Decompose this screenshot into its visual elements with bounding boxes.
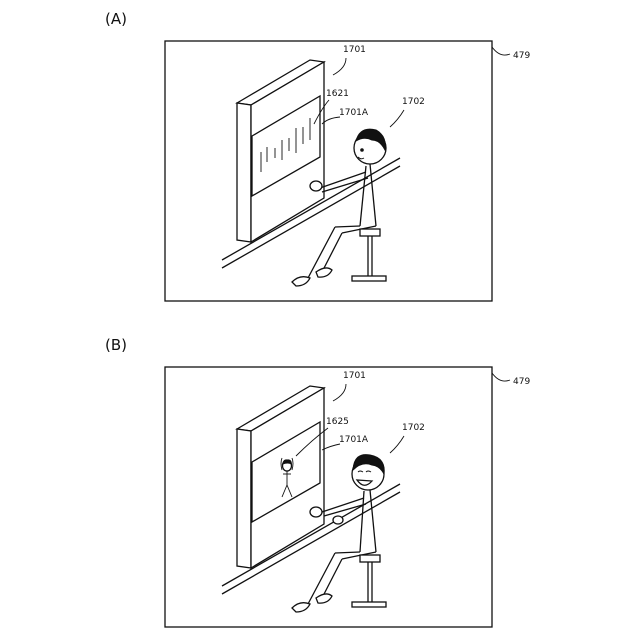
- panel-b-label: (B): [105, 336, 127, 354]
- panel-b-display-device: [237, 386, 324, 568]
- panel-a-leader-device: [333, 58, 346, 75]
- panel-a-frame: [165, 41, 492, 301]
- panel-a-ref-479: 479: [513, 51, 530, 61]
- panel-a-ref-screen: 1701A: [339, 108, 369, 118]
- panel-a-leader-479: [492, 47, 510, 55]
- panel-b-thigh: [335, 552, 360, 553]
- panel-a-ref-content: 1621: [326, 89, 349, 99]
- panel-a-leader-screen: [322, 117, 340, 124]
- panel-a-thigh: [335, 226, 360, 227]
- panel-b-leader-device: [333, 384, 346, 401]
- panel-a-hand: [310, 181, 322, 191]
- panel-a-leader-person: [390, 110, 404, 127]
- panel-b-ref-person: 1702: [402, 423, 425, 433]
- panel-a-display-device: [237, 60, 324, 242]
- panel-b-ref-screen: 1701A: [339, 435, 369, 445]
- panel-a-foot-1: [292, 277, 310, 286]
- panel-a-label: (A): [105, 10, 127, 28]
- panel-b-foot-1: [292, 603, 310, 612]
- panel-a-foot-2: [316, 268, 332, 277]
- panel-b-leader-479: [492, 373, 510, 381]
- panel-a-ref-device: 1701: [343, 45, 366, 55]
- panel-b-foot-2: [316, 594, 332, 603]
- panel-b-hand: [310, 507, 322, 517]
- panel-b-ref-479: 479: [513, 377, 530, 387]
- panel-b-leader-screen: [322, 444, 340, 450]
- panel-b-frame: [165, 367, 492, 627]
- panel-b-ref-device: 1701: [343, 371, 366, 381]
- panel-b: (B) 479 1701 1625: [105, 336, 530, 627]
- panel-a-stool-base: [352, 276, 386, 281]
- panel-b-leader-person: [390, 436, 404, 453]
- panel-b-hand-2: [333, 516, 343, 524]
- panel-b-stool-base: [352, 602, 386, 607]
- panel-a-stool-seat: [360, 229, 380, 236]
- panel-a-ref-person: 1702: [402, 97, 425, 107]
- panel-b-stool-seat: [360, 555, 380, 562]
- panel-a: (A) 479 1701: [105, 10, 530, 301]
- panel-b-ref-content: 1625: [326, 417, 349, 427]
